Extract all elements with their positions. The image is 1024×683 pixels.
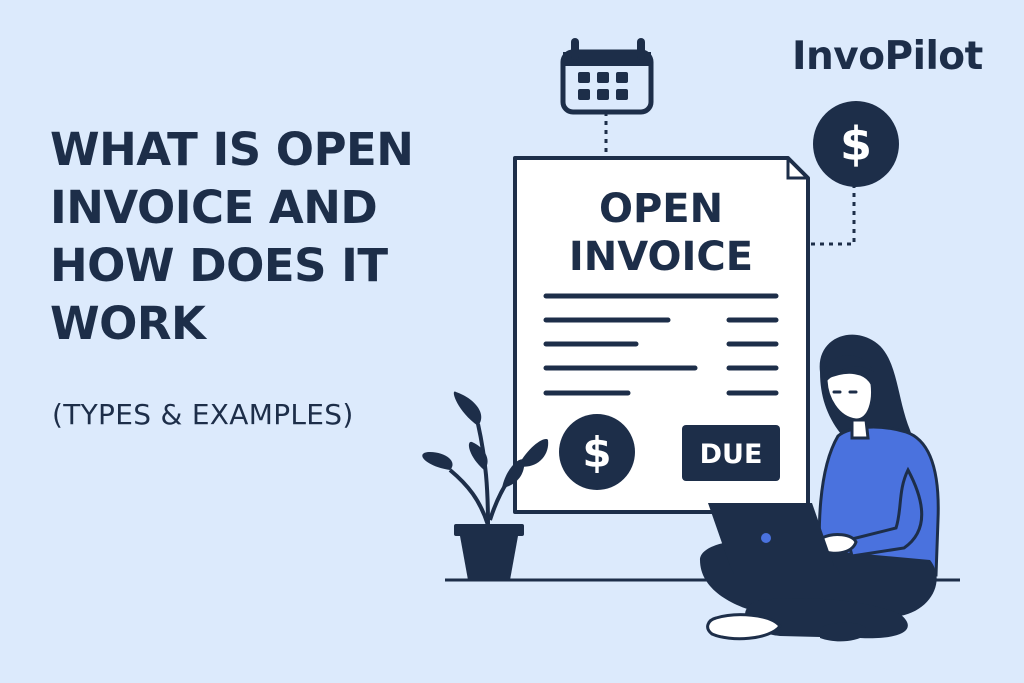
person-illustration [700, 334, 940, 642]
page-title: WHAT IS OPEN INVOICE AND HOW DOES IT WOR… [50, 123, 414, 350]
calendar-icon [560, 38, 654, 115]
dotted-connectors [604, 112, 856, 246]
page-subtitle: (TYPES & EXAMPLES) [52, 398, 354, 431]
potted-plant-icon [422, 391, 549, 580]
status-badge-label: DUE [700, 439, 763, 470]
invoice-document: OPEN INVOICE $ DUE [513, 156, 810, 514]
dollar-icon: $ [813, 101, 899, 187]
document-dollar-symbol: $ [582, 428, 611, 477]
document-title-line1: OPEN [599, 186, 723, 232]
document-dollar-icon: $ [559, 414, 635, 490]
status-badge: DUE [682, 425, 780, 481]
brand-logo[interactable]: InvoPilot [792, 34, 983, 79]
dollar-bubble-symbol: $ [840, 117, 872, 171]
laptop-icon [708, 503, 840, 574]
document-title-line2: INVOICE [569, 234, 753, 280]
dollar-connector [808, 184, 856, 246]
document-text-lines [543, 293, 779, 396]
